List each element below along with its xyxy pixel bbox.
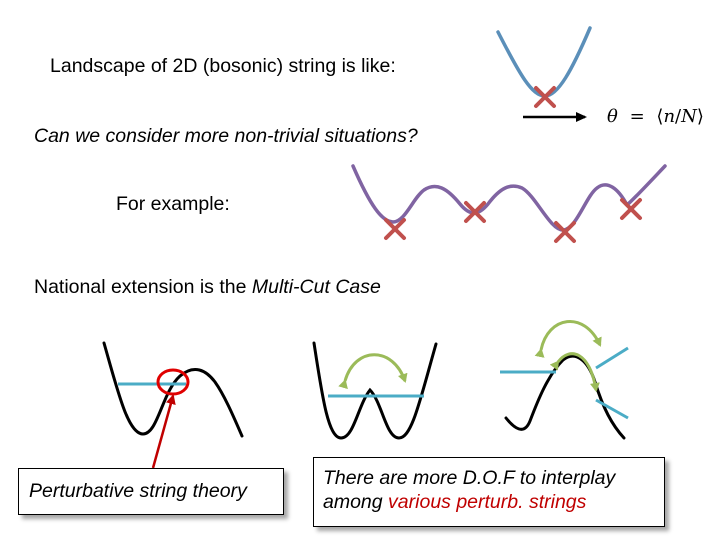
multi-cut-case-text: Multi-Cut Case <box>251 276 381 298</box>
multi-well-cross-marker-4 <box>620 198 642 220</box>
double-well-potential <box>312 341 438 440</box>
single-well-potential <box>496 26 592 98</box>
example-label-text: For example: <box>116 193 230 215</box>
dof-callout-highlight: various perturb. strings <box>388 491 587 513</box>
multi-well-cross-marker-2 <box>464 201 486 223</box>
landscape-heading-text: Landscape of 2D (bosonic) string is like… <box>50 55 396 77</box>
multi-branch-upper-arrow <box>534 319 602 358</box>
dof-callout-line1: There are more D.O.F to interplay <box>323 467 616 489</box>
double-well-tunneling-arrow <box>338 353 408 390</box>
multi-branch-potential <box>504 354 626 440</box>
example-label: For example: <box>116 192 230 216</box>
multi-well-potential <box>351 164 667 232</box>
dof-callout-prefix: among <box>323 491 389 513</box>
multi-well-cross-marker-1 <box>384 218 406 240</box>
single-well-cross-marker <box>534 86 556 108</box>
perturbative-callout-text: Perturbative string theory <box>29 480 247 502</box>
multi-branch-lower-arrow <box>549 352 600 392</box>
landscape-heading: Landscape of 2D (bosonic) string is like… <box>50 54 396 78</box>
perturbative-callout: Perturbative string theory <box>18 468 284 515</box>
single-cut-potential <box>102 341 244 438</box>
question-line-text: Can we consider more non-trivial situati… <box>34 125 418 147</box>
multi-well-cross-marker-3 <box>554 221 576 243</box>
formula-theta: θ = ⟨n/N⟩ <box>607 106 704 127</box>
extension-line-text: National extension is the <box>34 276 252 298</box>
dof-callout: There are more D.O.F to interplay among … <box>313 457 665 527</box>
multi-branch-upper-cut <box>595 346 629 370</box>
question-line: Can we consider more non-trivial situati… <box>34 124 418 148</box>
extension-line: National extension is the Multi-Cut Case <box>34 275 381 299</box>
dof-callout-line2: among various perturb. strings <box>323 490 664 514</box>
multi-branch-lower-cut <box>595 398 629 420</box>
single-cut-highlight-circle <box>156 368 190 396</box>
callout-pointer-arrow <box>151 394 176 469</box>
